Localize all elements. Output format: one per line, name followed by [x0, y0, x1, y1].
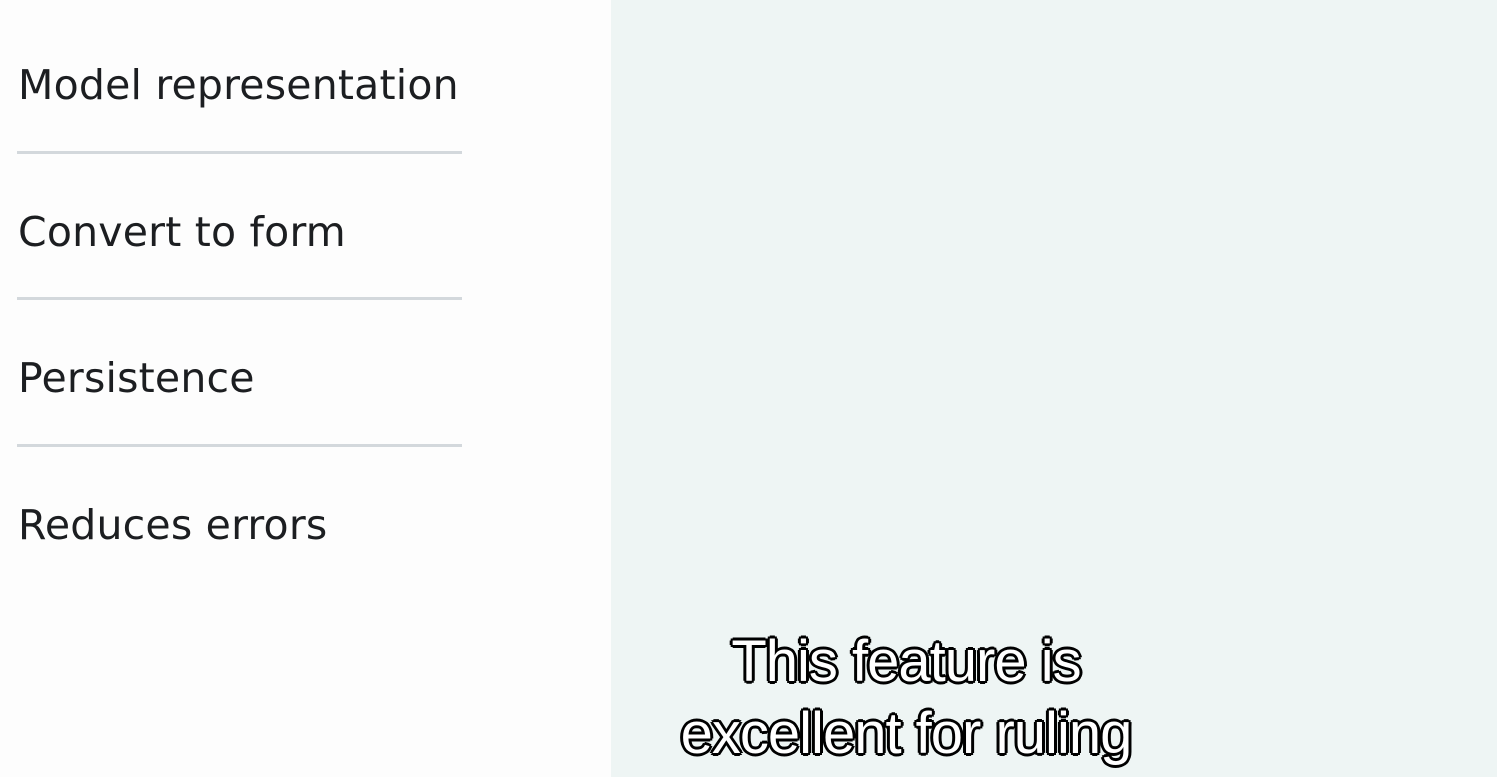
topic-model-representation: Model representation	[18, 61, 459, 109]
topic-list-panel: Model representation Convert to form Per…	[0, 0, 611, 777]
topic-reduces-errors: Reduces errors	[18, 501, 328, 549]
subtitle-caption: This feature is excellent for ruling	[611, 626, 1201, 770]
topic-convert-to-form: Convert to form	[18, 208, 346, 256]
topic-divider	[17, 444, 462, 447]
topic-divider	[17, 297, 462, 300]
topic-divider	[17, 151, 462, 154]
subtitle-line-2: excellent for ruling	[680, 701, 1133, 766]
subtitle-line-1: This feature is	[731, 629, 1081, 694]
topic-persistence: Persistence	[18, 354, 255, 402]
video-content-area	[611, 0, 1497, 777]
